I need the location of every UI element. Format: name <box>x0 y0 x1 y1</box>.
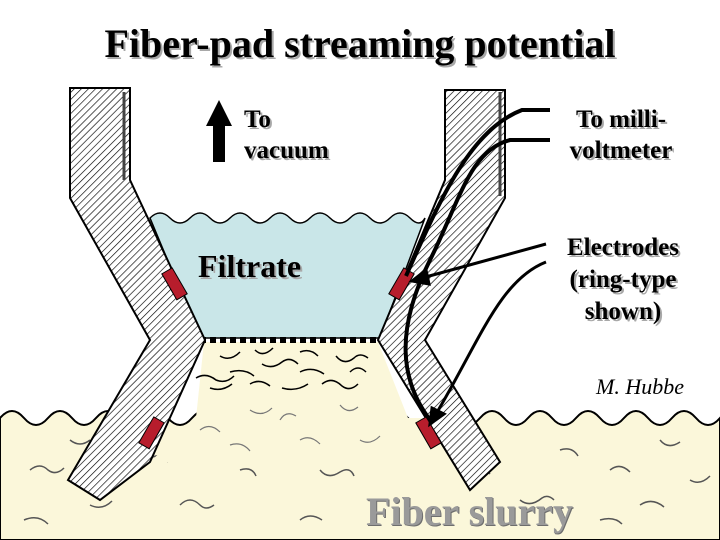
to-millivoltmeter-label: To milli- voltmeter <box>546 104 696 166</box>
vacuum-arrow <box>206 100 232 162</box>
electrodes-line-1: Electrodes <box>566 234 679 261</box>
to-vacuum-label: To vacuum <box>244 104 329 166</box>
millivoltmeter-wires <box>403 108 550 422</box>
electrodes-label: Electrodes (ring-type shown) <box>538 232 708 328</box>
electrodes-line-2: (ring-type <box>569 266 677 293</box>
to-millivoltmeter-line-2: voltmeter <box>569 137 673 164</box>
author-credit: M. Hubbe <box>596 374 684 399</box>
funnel-wall-right <box>376 89 506 492</box>
to-vacuum-line-2: vacuum <box>244 137 329 164</box>
to-millivoltmeter-line-1: To milli- <box>575 106 667 133</box>
filtrate-label: Filtrate <box>198 248 302 284</box>
electrode-upper-left <box>161 267 188 301</box>
fiber-pad <box>150 342 490 462</box>
electrode-lower-right <box>415 416 442 450</box>
to-vacuum-line-1: To <box>244 106 271 133</box>
electrodes-line-3: shown) <box>584 298 662 325</box>
diagram-title: Fiber-pad streaming potential <box>104 21 616 66</box>
filtrate-region <box>149 212 426 339</box>
electrode-pointer-arrows <box>408 242 547 428</box>
electrode-lower-left <box>138 416 165 450</box>
fiber-slurry-label: Fiber slurry <box>366 489 574 534</box>
funnel-wall-left <box>66 87 207 502</box>
